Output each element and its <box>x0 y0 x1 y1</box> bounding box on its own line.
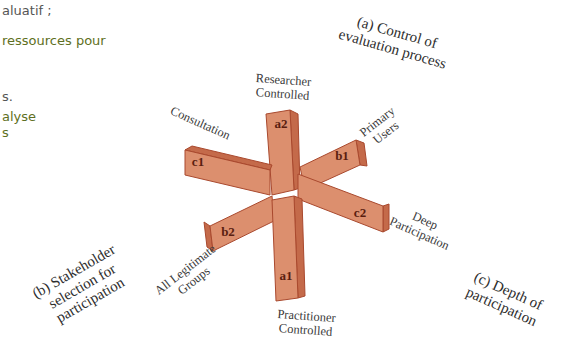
legitimate-groups-arm: All Legitimate Groupsb2 <box>204 196 274 251</box>
arm-label: Consultation <box>152 97 249 150</box>
arm-label: Practitioner Controlled <box>260 307 352 341</box>
consultation-arm: Consultationc1 <box>185 146 272 195</box>
arm-face <box>272 196 298 301</box>
arm-code: a1 <box>280 269 293 283</box>
arm-slab <box>298 174 389 232</box>
cut-text: s. <box>2 90 13 104</box>
researcher-arm: Researcher Controlleda2 <box>266 110 300 195</box>
arm-code: b1 <box>335 149 349 163</box>
deep-participation-arm: Deep Participationc2 <box>298 174 389 232</box>
axis-title: (a) Control of evaluation process <box>323 5 467 75</box>
cut-text: aluatif ; <box>2 4 52 18</box>
arm-label: Researcher Controlled <box>237 71 329 105</box>
cut-text: alyse <box>2 110 36 124</box>
arm-code: b2 <box>221 225 235 239</box>
arm-label: All Legitimate Groups <box>150 241 230 312</box>
arm-code: a2 <box>275 117 288 131</box>
arm-slab <box>185 146 272 195</box>
axis-title: (c) Depth of participation <box>448 261 562 336</box>
arm-face <box>298 174 383 232</box>
arm-face <box>210 196 274 251</box>
arm-label: Deep Participation <box>380 199 464 257</box>
cut-text: s <box>2 126 9 140</box>
arm-slab <box>272 196 305 301</box>
axis-title: (b) Stakeholder selection for participat… <box>9 230 155 343</box>
arm-code: c2 <box>354 206 366 220</box>
practitioner-arm: Practitioner Controlleda1 <box>272 196 305 301</box>
cut-text: ressources pour <box>2 34 106 48</box>
arm-face <box>185 150 270 195</box>
arm-code: c1 <box>192 155 204 169</box>
arm-label: Primary Users <box>349 98 415 158</box>
